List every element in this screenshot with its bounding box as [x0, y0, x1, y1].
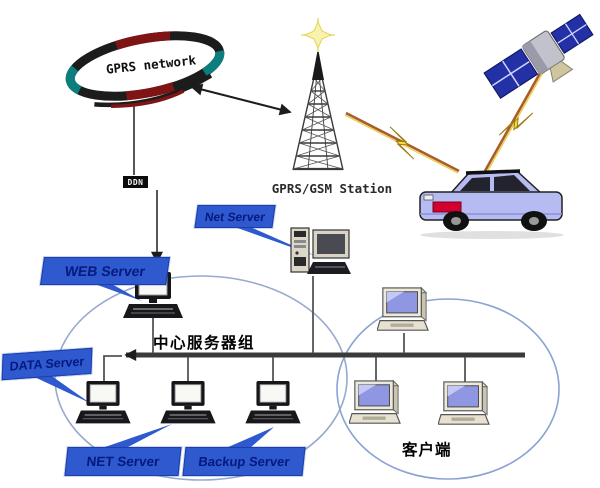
callout-web-server: WEB Server	[40, 257, 170, 285]
server-group-ellipse	[54, 275, 348, 481]
car-icon	[419, 169, 564, 239]
station-label: GPRS/GSM Station	[271, 181, 393, 196]
net-server-lower-computer-icon	[159, 381, 217, 424]
client-computer-icon	[377, 287, 429, 331]
callout-tail	[102, 424, 172, 448]
client-group-label: 客户端	[402, 442, 452, 459]
signal-star-icon	[301, 18, 335, 52]
lightning-link-tower-car	[344, 111, 460, 174]
callout-tail	[28, 372, 90, 403]
callout-net-server: Net Server	[194, 205, 276, 228]
connector-line	[103, 355, 122, 384]
cloud-tower-arrow	[190, 83, 292, 116]
callout-tail	[226, 427, 274, 448]
lightning-bolt-icon	[498, 112, 534, 136]
data-server-computer-icon	[74, 381, 132, 424]
backup-server-computer-icon	[244, 381, 302, 424]
central-server-group-label: 中心服务器组	[153, 335, 256, 352]
ddn-badge: DDN	[123, 176, 148, 188]
callout-net-server-lower: NET Server	[64, 447, 182, 476]
satellite-icon	[483, 13, 594, 99]
client-group-ellipse	[336, 298, 560, 480]
lightning-bolt-icon	[389, 126, 415, 160]
client-computer-icon	[349, 380, 401, 424]
callout-backup-server: Backup Server	[182, 447, 306, 476]
client-computer-icon	[438, 381, 490, 425]
radio-tower-icon	[292, 48, 344, 171]
lightning-link-satellite-car	[483, 67, 546, 173]
net-server-computer-icon	[290, 227, 352, 275]
gprs-cloud-icon	[65, 31, 225, 108]
callout-tail	[92, 283, 142, 301]
